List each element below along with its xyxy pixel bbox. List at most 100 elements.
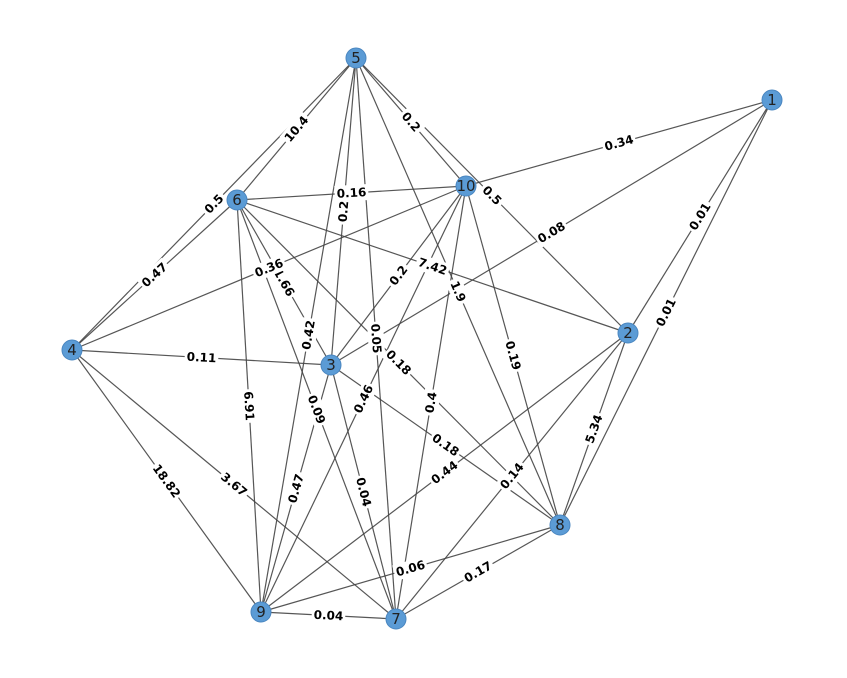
node-6	[226, 189, 248, 211]
edge-weight-text: 0.04	[313, 608, 343, 624]
edge-weight-text: 0.05	[368, 323, 384, 354]
edge-label-background	[392, 556, 429, 581]
edge-weight-text: 0.2	[336, 200, 352, 222]
edge-label-5-9: 0.42	[297, 317, 320, 353]
edge-label-1-3: 0.08	[532, 216, 571, 249]
edge-weight-text: 0.17	[462, 559, 495, 586]
edge-label-background	[495, 457, 529, 495]
edge-label-3-8: 0.18	[427, 428, 464, 462]
edge-label-5-6: 10.4	[279, 110, 314, 148]
edge-label-1-2: 0.01	[684, 198, 716, 235]
edge-label-10-7: 0.4	[421, 388, 441, 417]
edge-label-background	[215, 467, 253, 502]
edge-label-background	[396, 106, 426, 138]
edge-label-background	[199, 189, 229, 219]
edge-label-10-3: 0.2	[384, 260, 413, 291]
edge-label-4-9: 18.82	[148, 459, 185, 503]
edge-weight-text: 0.08	[535, 219, 568, 246]
node-10	[455, 175, 477, 197]
node-5	[345, 47, 367, 69]
node-8	[549, 514, 571, 536]
edge-weight-text: 0.01	[686, 200, 713, 233]
edge-label-1-8: 0.01	[651, 293, 681, 332]
node-label-2: 2	[623, 324, 633, 342]
edge-label-9-7: 0.04	[311, 606, 346, 625]
node-label-10: 10	[456, 177, 475, 195]
edge-label-background	[532, 216, 571, 249]
edge-label-6-2: 7.42	[414, 253, 451, 280]
edge-label-background	[349, 380, 378, 418]
edge-label-background	[414, 253, 451, 280]
edge-label-10-8: 0.19	[500, 337, 526, 374]
edge-label-background	[580, 410, 608, 448]
node-label-3: 3	[326, 356, 336, 374]
nodes-layer: 1 2 3 4 5 6 7 8 9 10	[61, 47, 783, 630]
edge-label-background	[684, 198, 716, 235]
edge-label-3-7: 0.04	[351, 473, 376, 511]
edge-label-2-9: 0.44	[426, 455, 463, 490]
node-2	[617, 322, 639, 344]
edge-label-background	[366, 321, 386, 356]
node-7	[385, 608, 407, 630]
edge-label-background	[311, 606, 346, 625]
edge-label-5-8: 1.9	[445, 276, 471, 307]
edge-label-background	[334, 183, 369, 203]
edge-label-background	[600, 130, 638, 156]
edge-label-5-7: 0.05	[366, 321, 386, 356]
edge-label-background	[500, 337, 526, 374]
edge-label-background	[250, 254, 288, 282]
node-label-6: 6	[232, 191, 242, 209]
node-9	[250, 601, 272, 623]
edge-label-background	[384, 260, 413, 291]
edge-label-10-9: 0.46	[349, 380, 378, 418]
edge-label-background	[148, 459, 185, 503]
edge-label-1-10: 0.34	[600, 130, 638, 156]
edge-label-background	[283, 470, 309, 507]
edge-label-9-8: 0.06	[392, 556, 429, 581]
node-label-4: 4	[67, 341, 77, 359]
edge-label-4-3: 0.11	[184, 348, 219, 367]
edge-label-background	[445, 276, 471, 307]
node-1	[761, 89, 783, 111]
edge-weight-text: 0.46	[351, 383, 376, 416]
edge-label-8-7: 0.17	[459, 556, 497, 588]
edge-label-5-10: 0.2	[396, 106, 426, 138]
node-label-7: 7	[391, 610, 401, 628]
edge-label-6-10: 0.16	[334, 183, 369, 203]
edge-label-background	[334, 197, 353, 226]
edge-label-2-8: 5.34	[580, 410, 608, 448]
edge-label-background	[240, 388, 258, 424]
edge-label-background	[427, 428, 464, 462]
node-3	[320, 354, 342, 376]
node-label-5: 5	[351, 49, 361, 67]
edge-label-background	[184, 348, 219, 367]
edge-label-background	[421, 388, 441, 417]
edge-label-6-7: 0.09	[303, 390, 330, 429]
edge-label-6-9: 6.91	[240, 388, 258, 424]
edge-label-background	[136, 257, 173, 293]
edge-label-background	[651, 293, 681, 332]
node-label-9: 9	[256, 603, 266, 621]
edge-label-background	[297, 317, 320, 353]
edge-label-4-7: 3.67	[215, 467, 253, 502]
edge-label-background	[426, 455, 463, 490]
edge-label-background	[459, 556, 497, 588]
edge-label-background	[279, 110, 314, 148]
edge-weight-text: 0.4	[422, 391, 439, 414]
edge-weight-text: 6.91	[241, 391, 257, 421]
edge-weight-text: 0.01	[653, 296, 679, 329]
edges-layer	[71, 57, 773, 620]
edge-label-3-9: 0.47	[283, 470, 309, 507]
node-label-1: 1	[767, 91, 777, 109]
edge-weight-text: 0.11	[186, 350, 216, 366]
edge-label-5-3: 0.2	[334, 197, 353, 226]
edge-label-background	[351, 473, 376, 511]
edge-label-background	[303, 390, 330, 429]
edge-label-background	[380, 344, 417, 381]
edge-weight-text: 0.42	[299, 319, 318, 351]
edge-label-background	[477, 180, 507, 211]
node-4	[61, 339, 83, 361]
node-label-8: 8	[555, 516, 565, 534]
